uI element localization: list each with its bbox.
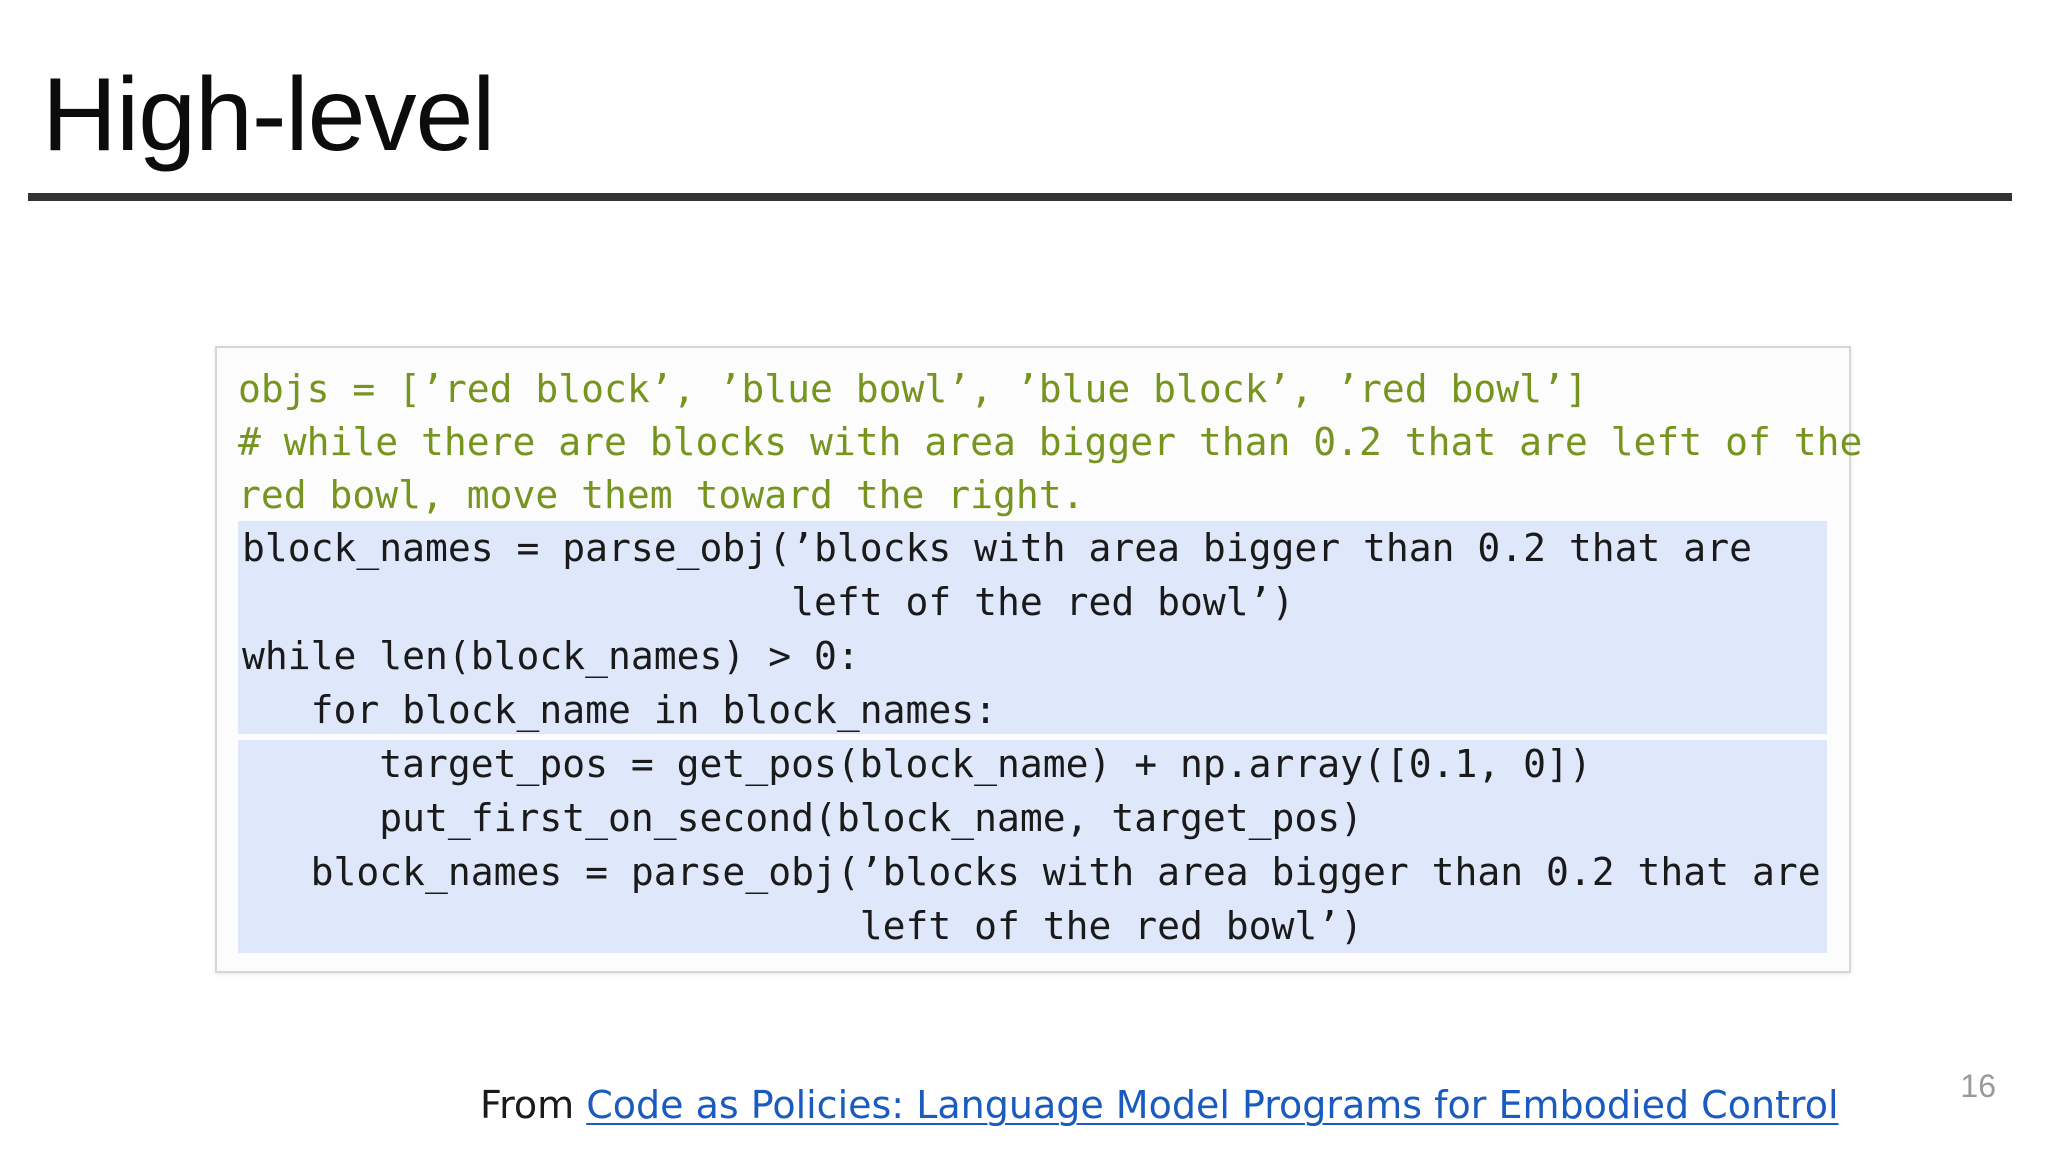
code-line: objs = [’red block’, ’blue bowl’, ’blue …	[238, 367, 1588, 411]
code-line: for block_name in block_names:	[242, 688, 997, 732]
code-line: block_names = parse_obj(’blocks with are…	[242, 850, 1821, 894]
page-number: 16	[1960, 1068, 1996, 1104]
code-line: put_first_on_second(block_name, target_p…	[242, 796, 1364, 840]
code-highlight-band	[238, 740, 1827, 953]
code-line: left of the red bowl’)	[242, 904, 1364, 948]
code-highlight-band	[238, 521, 1827, 734]
slide-title: High-level	[42, 57, 495, 173]
code-block: objs = [’red block’, ’blue bowl’, ’blue …	[238, 348, 1863, 971]
code-line: while len(block_names) > 0:	[242, 634, 860, 678]
code-comment-line: red bowl, move them toward the right.	[238, 473, 1085, 517]
citation-prefix: From	[480, 1083, 587, 1127]
source-citation: From Code as Policies: Language Model Pr…	[480, 1080, 1839, 1130]
code-line: target_pos = get_pos(block_name) + np.ar…	[242, 742, 1592, 786]
code-figure: objs = [’red block’, ’blue bowl’, ’blue …	[215, 346, 1863, 973]
code-comment-line: # while there are blocks with area bigge…	[238, 420, 1863, 464]
code-line: left of the red bowl’)	[242, 580, 1295, 624]
code-line: block_names = parse_obj(’blocks with are…	[242, 526, 1752, 570]
title-divider	[28, 193, 2012, 201]
paper-link[interactable]: Code as Policies: Language Model Program…	[586, 1083, 1839, 1127]
